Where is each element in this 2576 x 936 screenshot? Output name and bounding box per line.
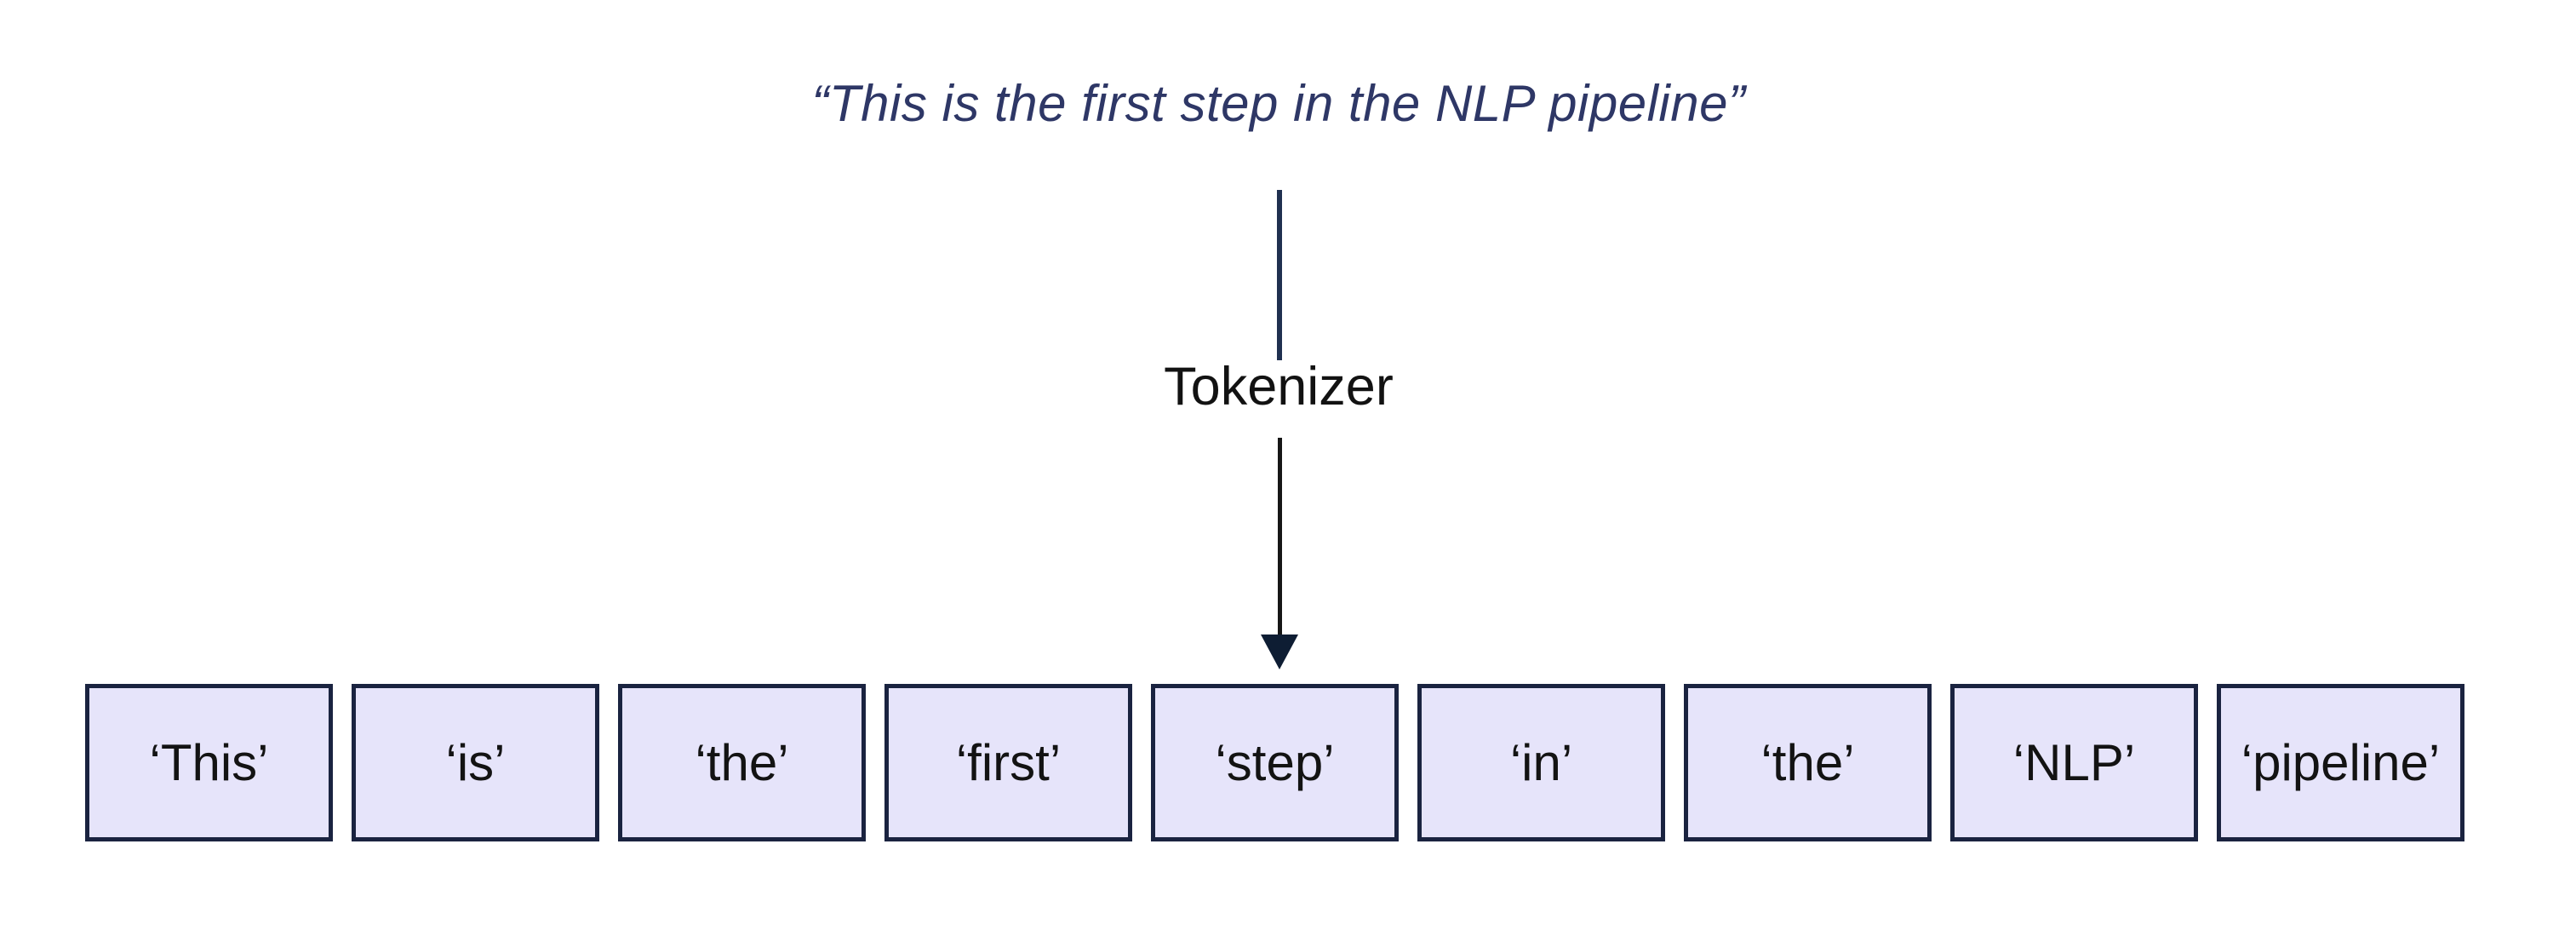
token-row: ‘This’ ‘is’ ‘the’ ‘first’ ‘step’ ‘in’ ‘t… <box>85 684 2464 841</box>
token-box: ‘pipeline’ <box>2217 684 2464 841</box>
arrow-down-head-icon <box>1261 635 1298 669</box>
token-box: ‘is’ <box>352 684 599 841</box>
token-box: ‘NLP’ <box>1950 684 2198 841</box>
tokenizer-label: Tokenizer <box>1164 357 1394 416</box>
arrow-line-top <box>1277 190 1282 360</box>
input-sentence: “This is the first step in the NLP pipel… <box>811 75 1746 132</box>
token-box: ‘the’ <box>1684 684 1932 841</box>
arrow-line-bottom <box>1278 438 1282 636</box>
token-box: ‘step’ <box>1151 684 1399 841</box>
token-box: ‘in’ <box>1417 684 1665 841</box>
token-box: ‘This’ <box>85 684 333 841</box>
token-box: ‘the’ <box>618 684 866 841</box>
token-box: ‘first’ <box>884 684 1132 841</box>
